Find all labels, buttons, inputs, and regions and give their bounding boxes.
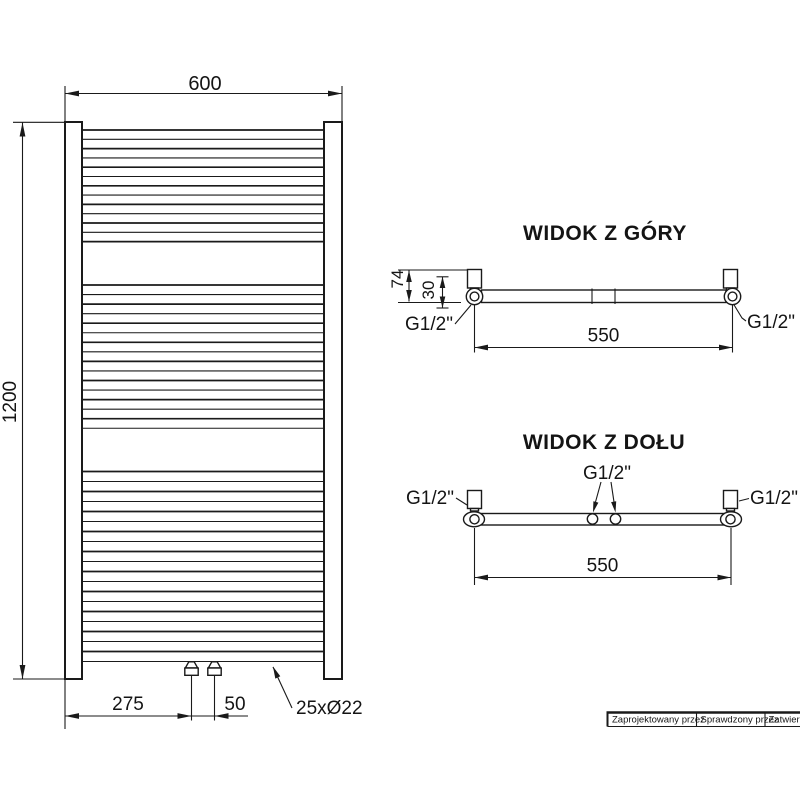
bottom-view-bar xyxy=(480,512,727,526)
bottom-spacing-dim-text: 550 xyxy=(587,556,619,577)
top-view-right-collector-bore xyxy=(727,291,738,302)
top-view-bar xyxy=(480,289,727,304)
title-block-designed-by: Zaprojektowany przez xyxy=(612,715,705,726)
top-spacing-dim-text: 550 xyxy=(588,326,620,347)
center-connection-left xyxy=(586,513,599,525)
top-view-left-collector-bore xyxy=(469,291,480,302)
bottom-view-thread-right: G1/2" xyxy=(738,488,798,509)
top-view-thread-right: G1/2" xyxy=(733,303,795,333)
bottom-view-thread-center: G1/2" xyxy=(583,463,631,513)
thread-center-text: G1/2" xyxy=(583,463,631,484)
thread-left-text: G1/2" xyxy=(405,314,453,335)
bottom-thread-left-text: G1/2" xyxy=(406,488,454,509)
bottom-view-thread-left: G1/2" xyxy=(406,488,468,509)
title-block: Zaprojektowany przez Sprawdzony przez Za… xyxy=(606,711,800,728)
dimension-axis-30: 30 xyxy=(419,276,449,309)
depth-dim-text: 74 xyxy=(388,270,407,289)
right-valve xyxy=(207,661,222,721)
top-view-left-bracket xyxy=(466,268,483,292)
top-view-right-bracket xyxy=(722,268,739,292)
bottom-view-left-collector-bore xyxy=(469,514,480,525)
tubes-label-text: 25xØ22 xyxy=(296,698,363,719)
dimension-bottom-550: 550 xyxy=(473,528,732,585)
inlet-offset-dim-text: 275 xyxy=(112,694,144,715)
left-rail xyxy=(64,121,83,680)
bottom-view-title: WIDOK Z DOŁU xyxy=(523,431,685,454)
bottom-view-left-bracket xyxy=(466,489,483,512)
bottom-view: WIDOK Z DOŁU G1/2" G1/2" xyxy=(406,431,798,585)
dimension-width-600: 600 xyxy=(64,73,343,122)
center-connection-right xyxy=(609,513,622,525)
front-view: 600 1200 275 50 25xØ22 xyxy=(0,73,363,729)
top-view-thread-left: G1/2" xyxy=(405,304,472,335)
top-view: WIDOK Z GÓRY 74 xyxy=(388,221,795,353)
tube-callout: 25xØ22 xyxy=(272,666,363,719)
top-view-title: WIDOK Z GÓRY xyxy=(523,221,687,245)
title-block-approved-by: Zatwierdz xyxy=(769,715,800,726)
dimension-top-550: 550 xyxy=(473,305,734,353)
bottom-view-right-collector-bore xyxy=(725,514,736,525)
thread-right-text: G1/2" xyxy=(747,312,795,333)
height-dim-text: 1200 xyxy=(0,381,21,423)
dimension-height-1200: 1200 xyxy=(0,121,64,680)
right-rail xyxy=(323,121,343,680)
bottom-thread-right-text: G1/2" xyxy=(750,488,798,509)
radiator-tubes xyxy=(82,129,324,663)
left-valve xyxy=(184,661,199,721)
bottom-view-right-bracket xyxy=(722,489,739,512)
dimension-bottom-connections: 275 50 xyxy=(64,679,248,729)
axis-depth-dim-text: 30 xyxy=(419,281,438,300)
inlet-spacing-dim-text: 50 xyxy=(224,694,245,715)
dimension-depth-74: 74 xyxy=(388,270,412,302)
width-dim-text: 600 xyxy=(188,73,221,95)
title-block-checked-by: Sprawdzony przez xyxy=(701,715,779,726)
